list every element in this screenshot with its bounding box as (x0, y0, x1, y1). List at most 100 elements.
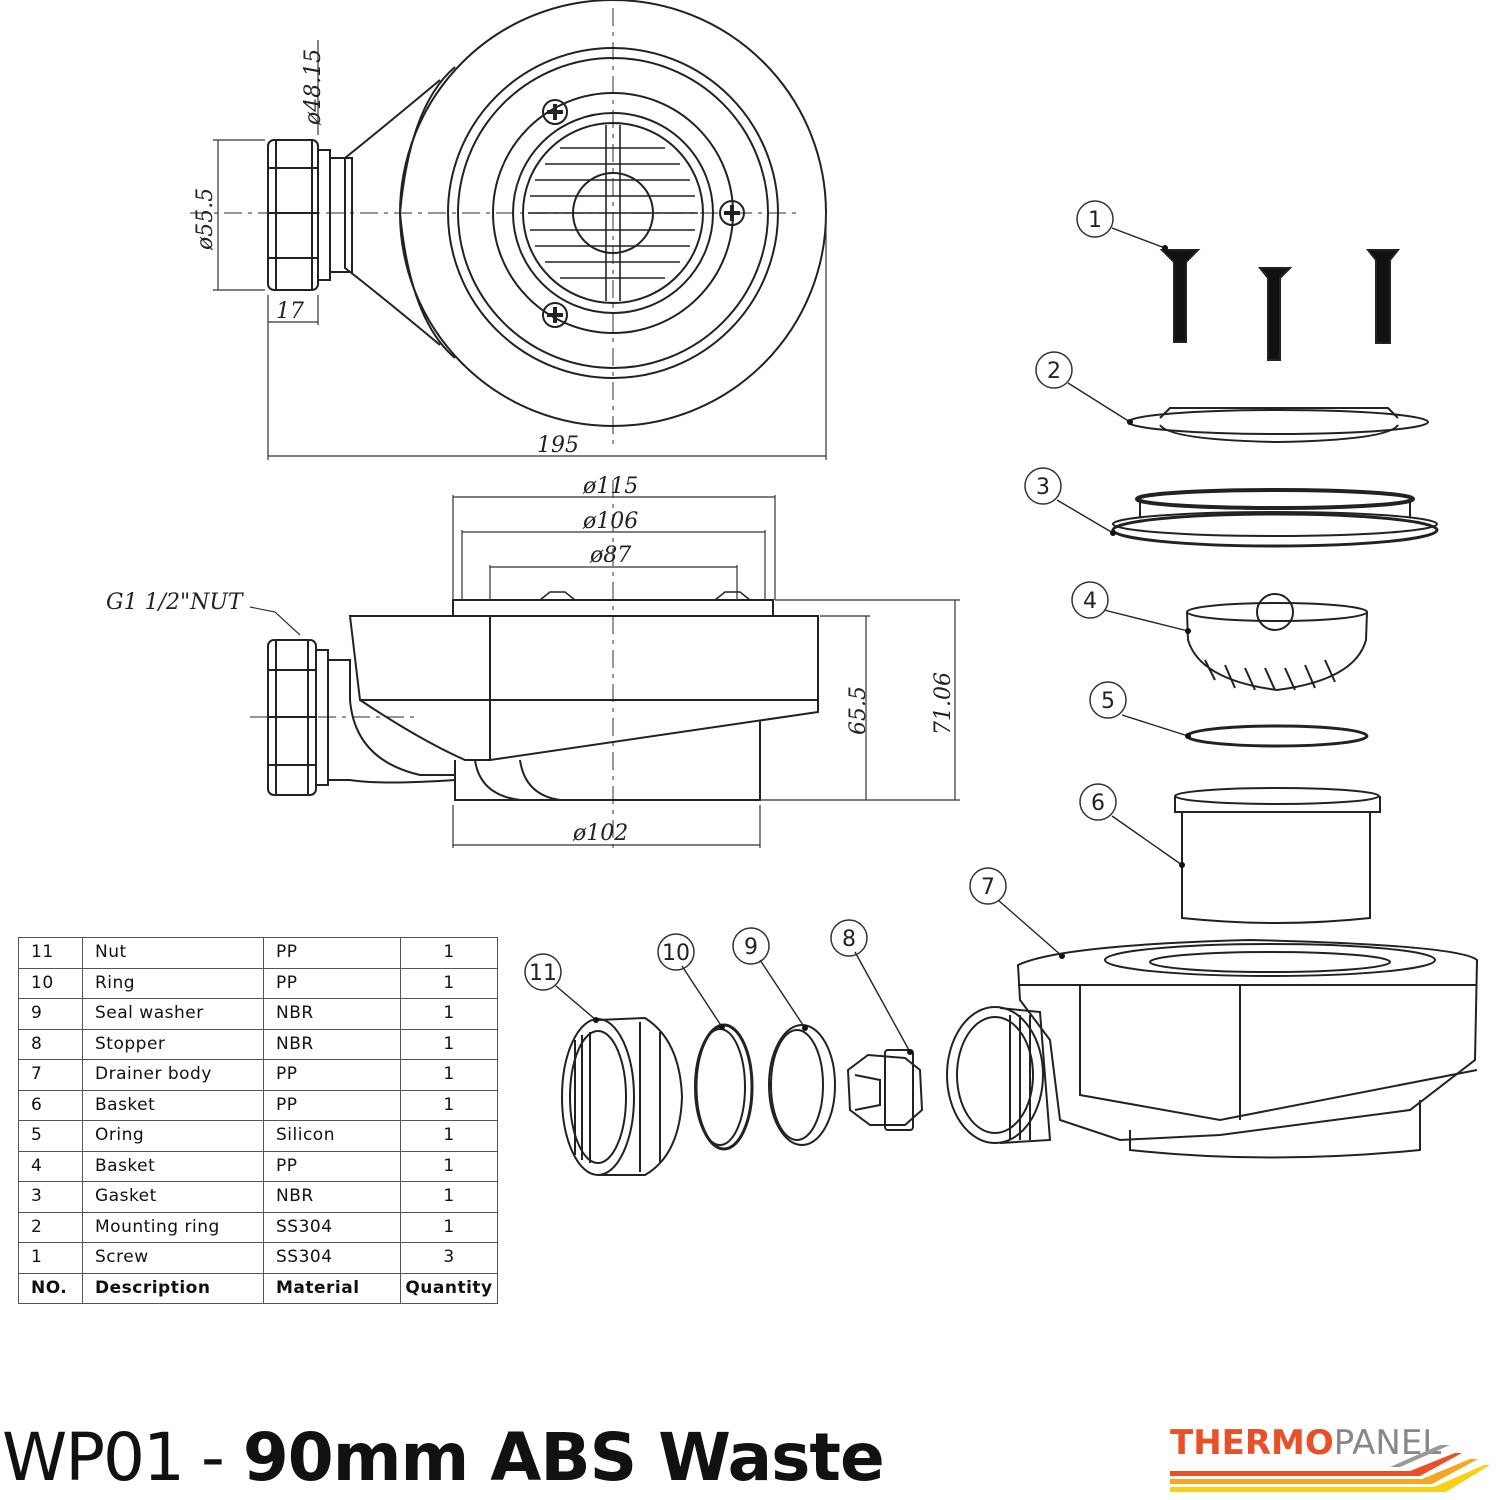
exploded-view (555, 227, 1479, 1176)
cell-description: Ring (82, 967, 264, 999)
part-oring (1185, 724, 1369, 748)
dim-overall-length: 195 (537, 433, 579, 458)
dim-total-height: 71.06 (931, 672, 956, 735)
cell-material: PP (263, 967, 401, 999)
cell-no: 11 (18, 937, 83, 969)
cell-material: Silicon (263, 1120, 401, 1152)
dim-outlet-diameter: ø48.15 (301, 49, 326, 126)
cell-quantity: 1 (400, 998, 498, 1030)
callout-balloons: 1 2 3 4 5 6 7 8 9 10 11 (524, 200, 1127, 991)
dim-ring-diameter: ø106 (582, 509, 638, 534)
brand-part-1: THERMO (1170, 1423, 1334, 1463)
cell-quantity: 1 (400, 1211, 498, 1243)
svg-text:10: 10 (662, 941, 690, 966)
cell-description: Seal washer (82, 998, 264, 1030)
cell-quantity: 1 (400, 1150, 498, 1182)
callout-1: 1 (1076, 200, 1114, 238)
cell-no: 7 (18, 1059, 83, 1091)
svg-text:5: 5 (1101, 689, 1115, 714)
part-stopper (846, 1049, 924, 1131)
cell-no: 6 (18, 1089, 83, 1121)
dim-nut-diameter: ø55.5 (193, 188, 218, 251)
cell-description: Drainer body (82, 1059, 264, 1091)
dim-flange-diameter: ø115 (582, 474, 638, 499)
svg-text:3: 3 (1036, 475, 1050, 500)
svg-text:7: 7 (981, 875, 995, 900)
svg-text:8: 8 (842, 927, 856, 952)
callout-3: 3 (1024, 467, 1062, 505)
part-basket-top (1186, 593, 1368, 692)
cell-material: SS304 (263, 1211, 401, 1243)
callout-7: 7 (969, 867, 1007, 905)
callout-4: 4 (1071, 581, 1109, 619)
cell-quantity: 1 (400, 937, 498, 969)
cell-description: Screw (82, 1242, 264, 1274)
cell-description: Gasket (82, 1181, 264, 1213)
svg-text:6: 6 (1091, 791, 1105, 816)
header-material: Material (263, 1272, 401, 1304)
cell-no: 9 (18, 998, 83, 1030)
side-view (249, 480, 960, 850)
screw-head-bottom (542, 302, 568, 328)
part-drainer-body (946, 938, 1479, 1159)
svg-text:4: 4 (1083, 589, 1097, 614)
part-ring (694, 1023, 754, 1151)
cell-description: Basket (82, 1089, 264, 1121)
screw-head-top (542, 99, 568, 125)
cell-description: Mounting ring (82, 1211, 264, 1243)
header-quantity: Quantity (400, 1272, 498, 1304)
callout-10: 10 (657, 933, 695, 971)
callout-2: 2 (1035, 351, 1073, 389)
svg-text:1: 1 (1088, 208, 1102, 233)
callout-9: 9 (732, 927, 770, 965)
brand-stripe (1170, 1465, 1490, 1492)
cell-quantity: 1 (400, 1089, 498, 1121)
cell-quantity: 3 (400, 1242, 498, 1274)
dimension-labels: ø48.15 ø55.5 17 195 ø115 ø106 ø87 G1 1/2… (106, 49, 956, 846)
thermopanel-logo: THERMOPANEL (1170, 1415, 1490, 1495)
cell-material: PP (263, 937, 401, 969)
header-description: Description (82, 1272, 264, 1304)
part-mounting-ring (1127, 407, 1429, 444)
dim-base-diameter: ø102 (572, 821, 628, 846)
cell-description: Basket (82, 1150, 264, 1182)
cell-quantity: 1 (400, 1120, 498, 1152)
brand-stripe (1390, 1445, 1450, 1467)
cell-no: 4 (18, 1150, 83, 1182)
callout-5: 5 (1089, 681, 1127, 719)
cell-quantity: 1 (400, 1181, 498, 1213)
brand-stripe (1170, 1453, 1462, 1476)
callout-8: 8 (830, 919, 868, 957)
part-nut (561, 1016, 684, 1176)
brand-wordmark: THERMOPANEL (1170, 1423, 1441, 1463)
cell-quantity: 1 (400, 1028, 498, 1060)
cell-material: PP (263, 1089, 401, 1121)
top-view (190, 0, 827, 460)
cell-no: 3 (18, 1181, 83, 1213)
product-name: 90mm ABS Waste (242, 1419, 885, 1496)
dim-grate-diameter: ø87 (589, 543, 631, 568)
cell-material: NBR (263, 1181, 401, 1213)
cell-material: SS304 (263, 1242, 401, 1274)
cell-no: 10 (18, 967, 83, 999)
svg-text:2: 2 (1047, 359, 1061, 384)
svg-text:11: 11 (529, 961, 557, 986)
cell-no: 1 (18, 1242, 83, 1274)
cell-no: 8 (18, 1028, 83, 1060)
cell-material: PP (263, 1150, 401, 1182)
callout-6: 6 (1079, 783, 1117, 821)
dim-nut-thread: G1 1/2"NUT (106, 590, 245, 615)
header-no: NO. (18, 1272, 83, 1304)
title-separator: - (201, 1419, 225, 1496)
part-seal-washer (768, 1024, 836, 1146)
cell-quantity: 1 (400, 1059, 498, 1091)
